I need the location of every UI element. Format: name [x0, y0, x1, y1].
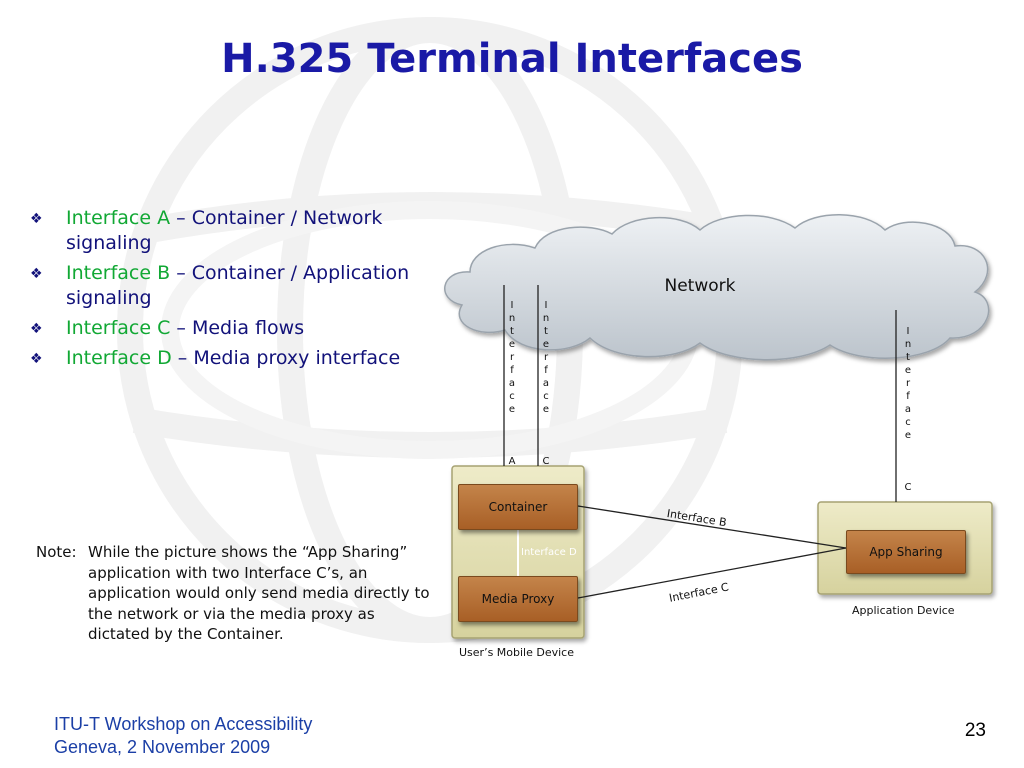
bullet-item: ❖ Interface C – Media flows — [30, 316, 410, 341]
bullet-desc: – Media flows — [176, 317, 305, 339]
bullet-desc: – Container / Application signaling — [66, 262, 410, 309]
interface-a-vertical-label: I n t e r f a c e A — [505, 286, 519, 481]
bullet-key: Interface C — [66, 317, 171, 339]
bullet-item: ❖ Interface A – Container / Network sign… — [30, 206, 410, 256]
interface-c-right-word: I n t e r f a c e — [904, 326, 912, 441]
footer: ITU-T Workshop on Accessibility Geneva, … — [54, 713, 312, 759]
app-sharing-label: App Sharing — [869, 545, 943, 559]
footer-line-1: ITU-T Workshop on Accessibility — [54, 714, 313, 734]
interface-c-right-letter: C — [904, 482, 912, 493]
interface-c-left-letter: C — [542, 456, 550, 467]
interface-d-label: Interface D — [521, 547, 577, 558]
bullet-key: Interface B — [66, 262, 171, 284]
container-label: Container — [488, 500, 548, 514]
interface-b-connector — [577, 505, 847, 549]
diamond-bullet-icon: ❖ — [30, 211, 43, 227]
bullet-item: ❖ Interface D – Media proxy interface — [30, 346, 410, 371]
interface-c-connector — [577, 547, 847, 599]
interface-c-right-vertical-label: I n t e r f a c e C — [901, 312, 915, 507]
container-box: Container — [458, 484, 578, 530]
media-proxy-label: Media Proxy — [481, 592, 555, 606]
note-block: Note: While the picture shows the “App S… — [36, 542, 436, 645]
note-text: While the picture shows the “App Sharing… — [88, 543, 430, 643]
network-label: Network — [664, 276, 736, 296]
network-cloud — [444, 214, 990, 361]
bullet-key: Interface A — [66, 207, 171, 229]
slide-title: H.325 Terminal Interfaces — [221, 36, 803, 82]
interface-c-left-vertical-label: I n t e r f a c e C — [539, 286, 553, 481]
diamond-bullet-icon: ❖ — [30, 321, 43, 337]
note-label: Note: — [36, 543, 77, 561]
application-device-label: Application Device — [852, 604, 955, 617]
interface-a-word: I n t e r f a c e — [508, 300, 516, 415]
bullet-desc: – Media proxy interface — [177, 347, 401, 369]
diamond-bullet-icon: ❖ — [30, 266, 43, 282]
interface-bullet-list: ❖ Interface A – Container / Network sign… — [30, 206, 410, 376]
bullet-item: ❖ Interface B – Container / Application … — [30, 261, 410, 311]
app-sharing-box: App Sharing — [846, 530, 966, 574]
page-number: 23 — [964, 720, 986, 741]
footer-line-2: Geneva, 2 November 2009 — [54, 737, 271, 757]
bullet-key: Interface D — [66, 347, 172, 369]
mobile-device-label: User’s Mobile Device — [459, 646, 574, 659]
media-proxy-box: Media Proxy — [458, 576, 578, 622]
bullet-desc: – Container / Network signaling — [66, 207, 383, 254]
interface-c-left-word: I n t e r f a c e — [542, 300, 550, 415]
diamond-bullet-icon: ❖ — [30, 351, 43, 367]
interface-a-letter: A — [508, 456, 516, 467]
